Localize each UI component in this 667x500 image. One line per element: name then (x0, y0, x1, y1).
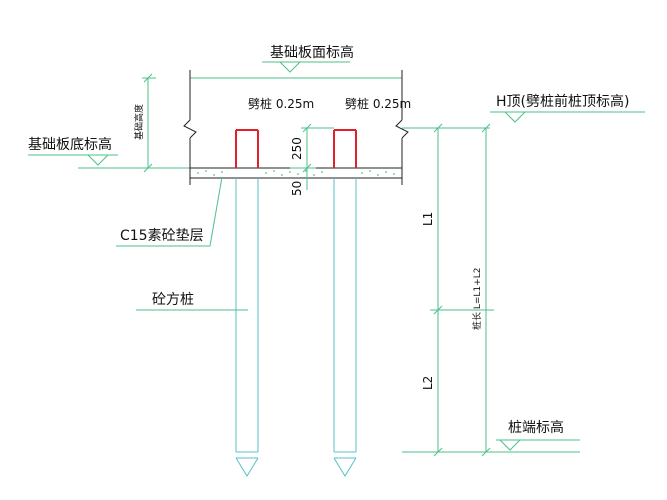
L1-label: L1 (421, 212, 435, 226)
cut-pile-right-label: 劈桩 0.25m (345, 96, 411, 111)
cut-pile-left-label: 劈桩 0.25m (248, 96, 314, 111)
slab-thickness-label: 基础高度 (133, 104, 145, 140)
pile-length-dimension: L1 L2 桩长 L=L1+L2 (421, 123, 494, 457)
right-pile: 劈桩 0.25m (333, 96, 411, 477)
pile-top-label: H顶(劈桩前桩顶标高) (496, 93, 629, 110)
pile-tip-marker: 桩端标高 (402, 419, 580, 453)
dim-250-label: 250 (290, 137, 304, 160)
pile-type-label: 砼方桩 (152, 291, 194, 308)
pile-length-label: 桩长 L=L1+L2 (471, 268, 483, 330)
L2-label: L2 (421, 376, 435, 390)
pile-top-marker: H顶(劈桩前桩顶标高) (402, 93, 645, 129)
slab-outline (183, 70, 409, 185)
cushion-label: C15素砼垫层 (120, 228, 204, 244)
pile-type-leader: 砼方桩 (136, 291, 248, 311)
dim-50-label: 50 (290, 181, 304, 196)
left-pile: 劈桩 0.25m (235, 96, 314, 477)
cushion-leader: C15素砼垫层 (116, 176, 223, 247)
slab-top-marker: 基础板面标高 (190, 44, 402, 79)
slab-bottom-label: 基础板底标高 (28, 136, 112, 153)
slab-bottom-marker: 基础板底标高 (28, 136, 190, 169)
pile-tip-label: 桩端标高 (508, 419, 564, 436)
cushion-layer (189, 167, 403, 179)
cut-dimension: 250 50 (290, 123, 334, 196)
slab-thickness-dimension: 基础高度 (133, 73, 156, 173)
slab-top-label: 基础板面标高 (270, 44, 354, 61)
